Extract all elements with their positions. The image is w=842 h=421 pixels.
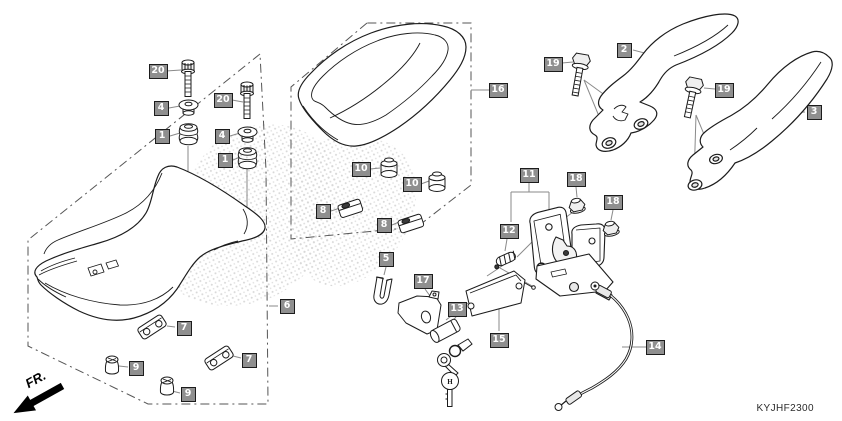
bolt-20-b <box>240 81 254 119</box>
bracket-17 <box>397 290 442 335</box>
pillion-seat-drawing <box>297 22 467 147</box>
grab-rail-bracket-2 <box>589 13 739 152</box>
flange-bolt-19-a <box>571 52 591 97</box>
callout-9[interactable]: 9 <box>180 386 196 402</box>
diagram-code-text: KYJHF2300 <box>756 403 814 414</box>
pillion-seat-group-box <box>290 22 472 240</box>
callout-16[interactable]: 16 <box>488 82 508 98</box>
callout-5[interactable]: 5 <box>378 251 394 267</box>
callout-19[interactable]: 19 <box>543 56 563 72</box>
callout-4[interactable]: 4 <box>214 128 230 144</box>
callout-1[interactable]: 1 <box>217 152 233 168</box>
main-seat-group-box <box>27 52 269 405</box>
flange-bolt-19-b <box>683 76 704 119</box>
washer-4-b <box>237 126 258 143</box>
main-seat-drawing <box>34 165 266 321</box>
svg-text:H: H <box>447 378 453 386</box>
damper-9-b <box>159 376 175 396</box>
spring-12 <box>494 250 516 270</box>
damper-9-a <box>104 355 120 375</box>
grommet-1-b <box>237 147 258 170</box>
callout-2[interactable]: 2 <box>616 42 632 58</box>
callout-18[interactable]: 18 <box>603 194 623 210</box>
callout-4[interactable]: 4 <box>153 100 169 116</box>
seat-lock-cable-14 <box>554 281 634 411</box>
cushion-rubber-7-b <box>204 345 234 371</box>
cushion-10-b <box>428 171 446 192</box>
seat-rubber-8-a <box>337 198 364 218</box>
callout-9[interactable]: 9 <box>128 360 144 376</box>
lock-cover-15 <box>465 270 536 317</box>
setting-clip-5 <box>373 276 393 305</box>
callout-10[interactable]: 10 <box>351 161 371 177</box>
callout-8[interactable]: 8 <box>315 203 331 219</box>
front-direction-arrow <box>13 382 65 414</box>
seat-rubber-8-b <box>397 213 425 234</box>
grommet-1-a <box>178 123 199 146</box>
callout-7[interactable]: 7 <box>176 320 192 336</box>
callout-14[interactable]: 14 <box>645 339 665 355</box>
callout-13[interactable]: 13 <box>447 301 467 317</box>
callout-18[interactable]: 18 <box>566 171 586 187</box>
callout-12[interactable]: 12 <box>499 223 519 239</box>
callout-11[interactable]: 11 <box>519 167 539 183</box>
callout-1[interactable]: 1 <box>154 128 170 144</box>
callout-20[interactable]: 20 <box>213 92 233 108</box>
callout-20[interactable]: 20 <box>148 63 168 79</box>
washer-4-a <box>178 99 199 116</box>
callout-8[interactable]: 8 <box>376 217 392 233</box>
callout-3[interactable]: 3 <box>806 104 822 120</box>
callout-6[interactable]: 6 <box>279 298 295 314</box>
callout-7[interactable]: 7 <box>241 352 257 368</box>
seat-latch-assembly-11 <box>529 206 614 301</box>
callout-10[interactable]: 10 <box>402 176 422 192</box>
flange-nut-18-a <box>568 197 586 214</box>
bolt-20-a <box>181 59 195 97</box>
cushion-10-a <box>380 157 398 178</box>
cushion-rubber-7-a <box>137 314 167 340</box>
key-cylinder-13: H <box>429 318 473 407</box>
callout-17[interactable]: 17 <box>413 273 433 289</box>
callout-19[interactable]: 19 <box>714 82 734 98</box>
flange-nut-18-b <box>602 220 620 237</box>
grab-rail-bracket-3 <box>687 50 833 191</box>
callout-15[interactable]: 15 <box>489 332 509 348</box>
